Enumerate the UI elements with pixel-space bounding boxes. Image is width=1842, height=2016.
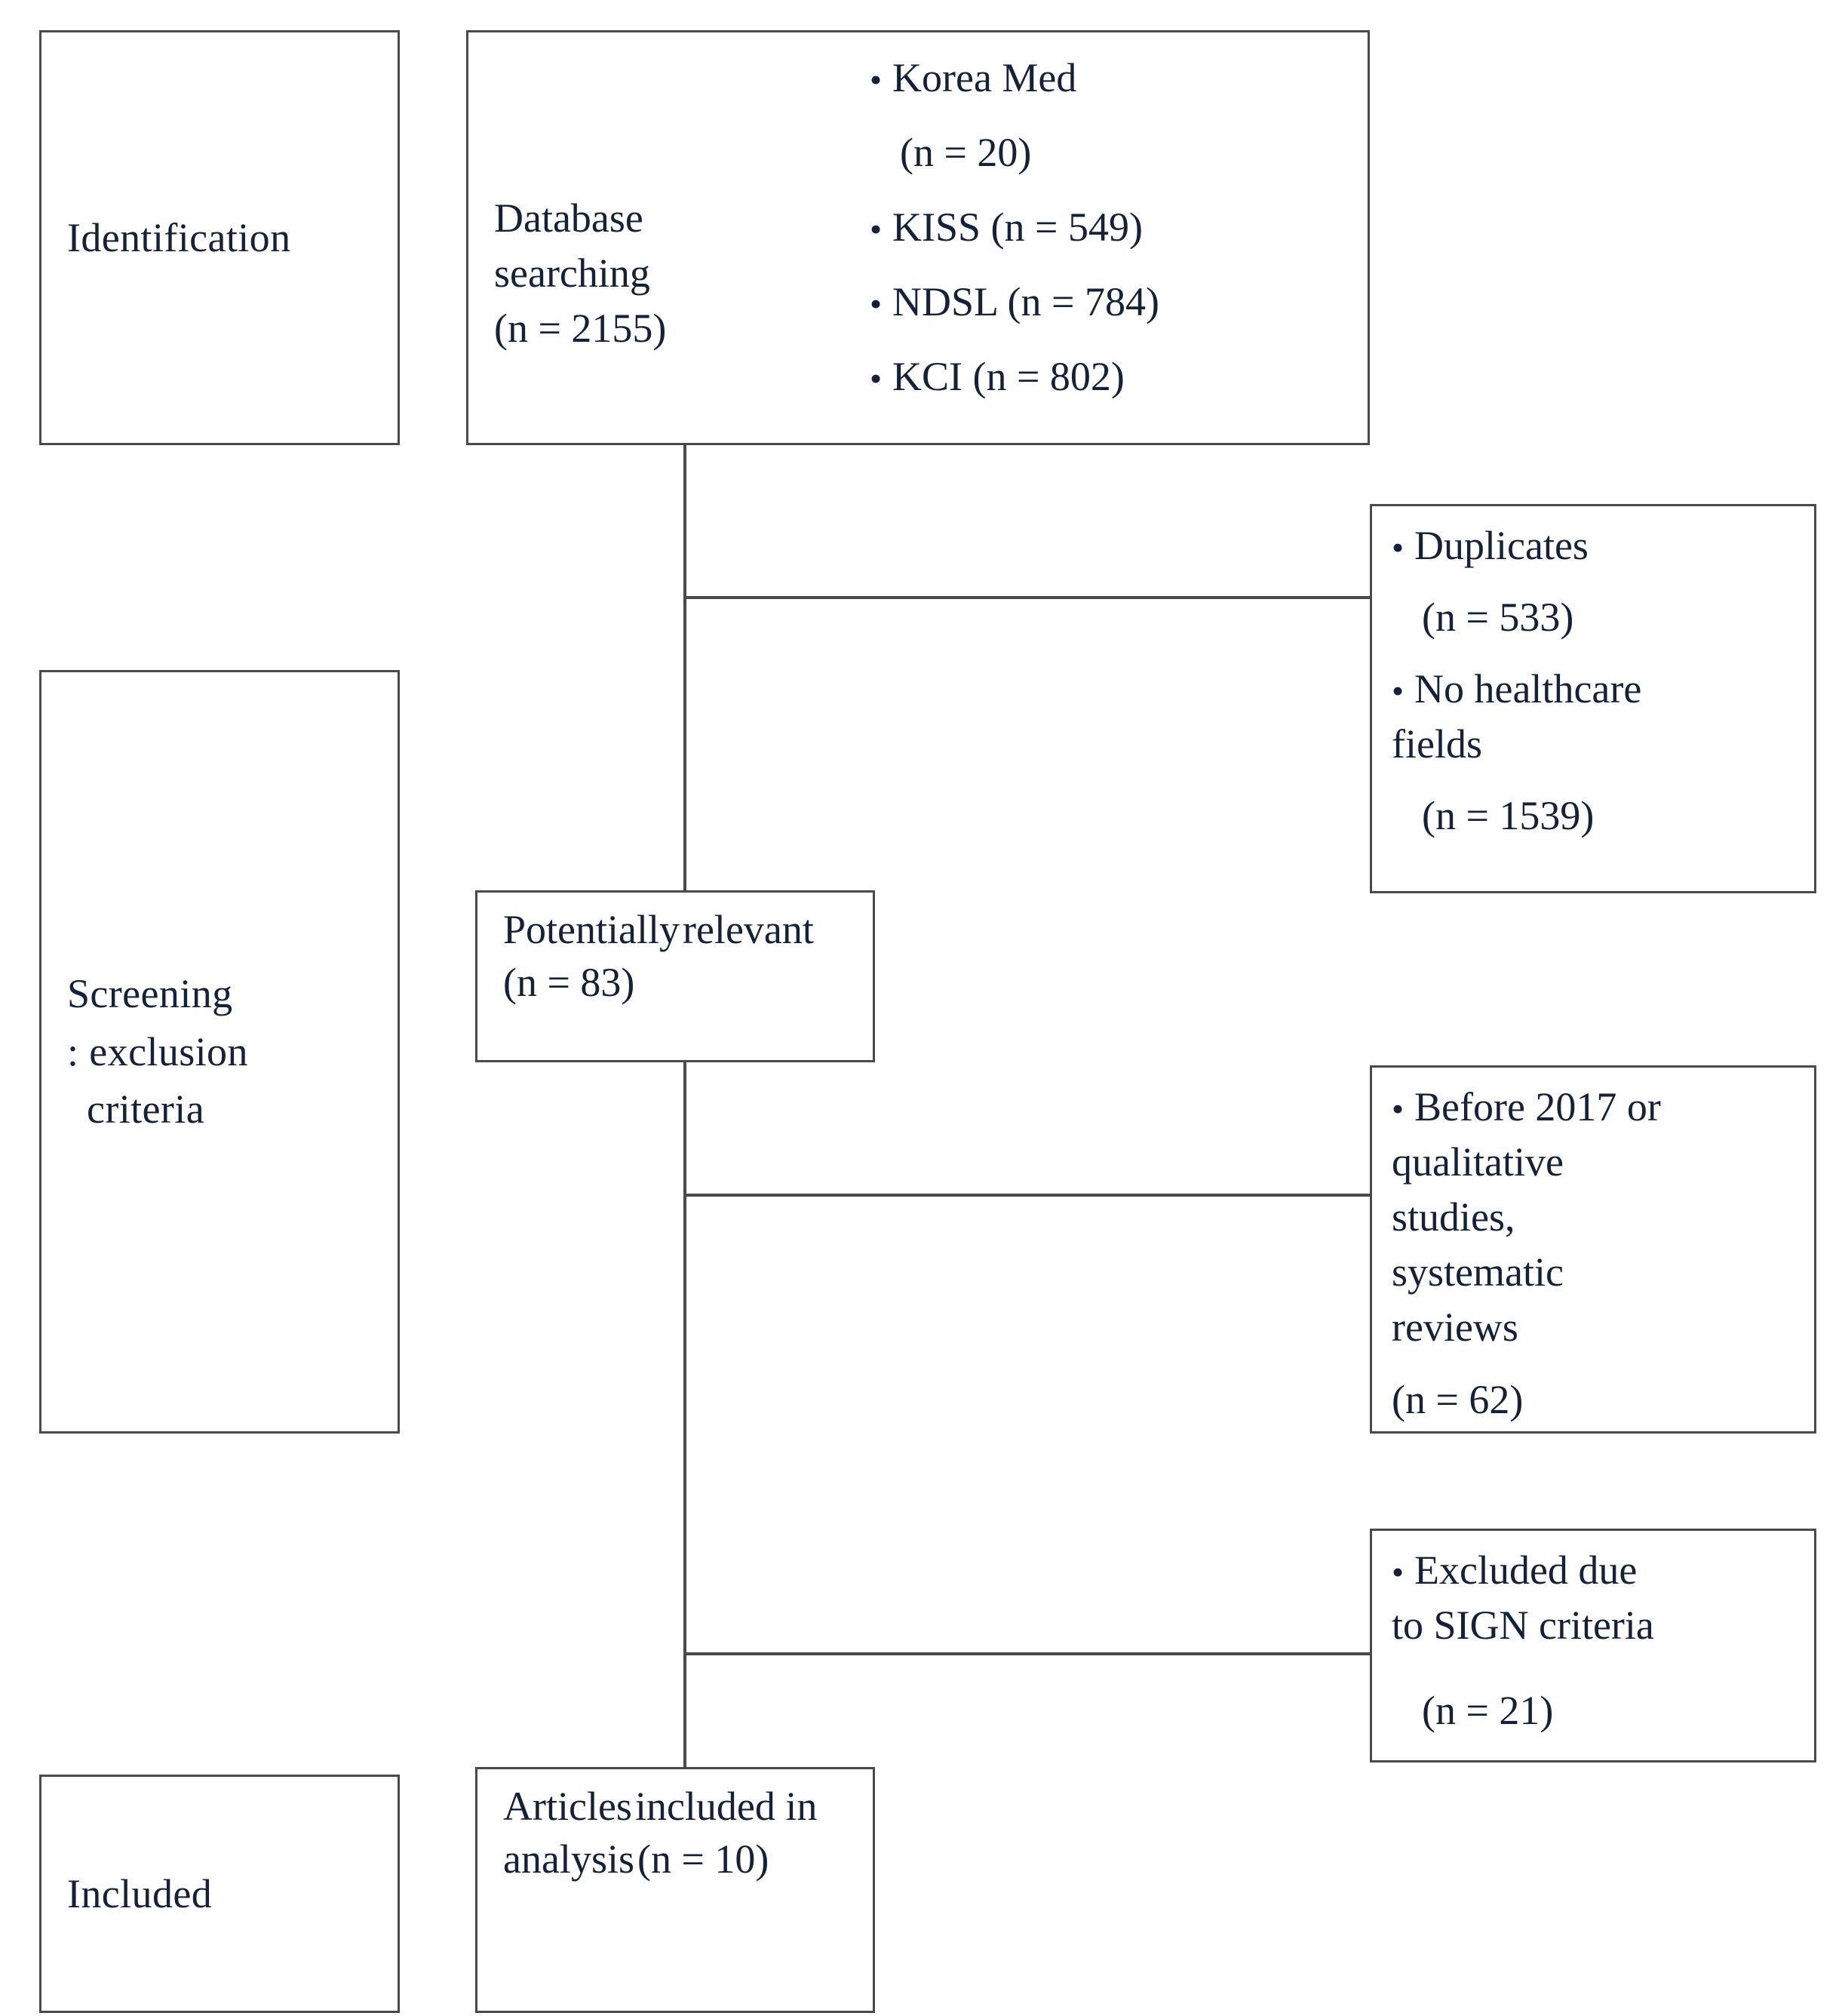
database-source-korea-med: •Korea Med — [870, 52, 1352, 104]
stage-box-screening: Screening : exclusion criteria — [39, 670, 400, 1434]
exclusion-no-healthcare-item: •No healthcare — [1392, 663, 1794, 715]
exclusion-duplicates-count: (n = 533) — [1422, 595, 1574, 641]
connector-branch-sign — [683, 1652, 1395, 1655]
exclusion-box-design: •Before 2017 or qualitative studies, sys… — [1370, 1065, 1816, 1434]
articles-included-line-4: (n = 10) — [637, 1836, 769, 1882]
bullet-icon: • — [870, 60, 883, 99]
database-source-list: •Korea Med (n = 20) •KISS (n = 549) •NDS… — [870, 52, 1352, 426]
database-source-kci-label: KCI (n = 802) — [892, 354, 1125, 400]
exclusion-design-count: (n = 62) — [1392, 1376, 1524, 1422]
bullet-icon: • — [870, 284, 883, 324]
exclusion-design-item: •Before 2017 or — [1392, 1081, 1794, 1133]
exclusion-box-duplicates: •Duplicates (n = 533) •No healthcare fie… — [1370, 504, 1816, 893]
exclusion-box-sign: •Excluded due to SIGN criteria (n = 21) — [1370, 1529, 1816, 1762]
potentially-relevant-line-3: (n = 83) — [503, 960, 635, 1006]
bullet-icon: • — [1392, 528, 1405, 567]
database-source-ndsl: •NDSL (n = 784) — [870, 276, 1352, 328]
database-searching-line-1: Database — [494, 195, 643, 241]
node-database-searching: Database searching (n = 2155) •Korea Med… — [466, 30, 1370, 445]
exclusion-sign-label: Excluded due — [1414, 1547, 1638, 1593]
exclusion-design-continuation-3: systematic — [1392, 1249, 1564, 1295]
database-searching-line-2: searching — [494, 250, 650, 297]
database-searching-line-3: (n = 2155) — [494, 306, 667, 352]
exclusion-sign-continuation: to SIGN criteria — [1392, 1603, 1654, 1649]
database-source-kiss-label: KISS (n = 549) — [892, 204, 1143, 250]
stage-label-identification: Identification — [67, 214, 291, 260]
exclusion-sign-count: (n = 21) — [1422, 1688, 1554, 1734]
articles-included-line-3: analysis — [503, 1836, 634, 1882]
stage-label-included: Included — [67, 1870, 213, 1916]
exclusion-duplicates-item: •Duplicates — [1392, 520, 1794, 572]
connector-trunk-vertical — [683, 445, 686, 1767]
articles-included-line-2: included in — [634, 1784, 818, 1829]
exclusion-sign-item: •Excluded due — [1392, 1544, 1794, 1597]
database-source-korea-med-count: (n = 20) — [900, 130, 1032, 176]
stage-label-screening-line-1: Screening — [67, 970, 233, 1016]
database-source-kci: •KCI (n = 802) — [870, 351, 1352, 403]
bullet-icon: • — [1392, 671, 1405, 711]
stage-label-screening-line-3: criteria — [87, 1086, 205, 1132]
exclusion-design-continuation-4: reviews — [1392, 1305, 1518, 1351]
bullet-icon: • — [1392, 1089, 1405, 1128]
exclusion-no-healthcare-label: No healthcare — [1414, 666, 1642, 712]
database-source-ndsl-label: NDSL (n = 784) — [892, 279, 1159, 325]
stage-label-screening-line-2: : exclusion — [67, 1028, 248, 1074]
database-source-kiss: •KISS (n = 549) — [870, 201, 1352, 254]
stage-box-included: Included — [39, 1775, 400, 2013]
exclusion-duplicates-label: Duplicates — [1414, 523, 1589, 568]
stage-box-identification: Identification — [39, 30, 400, 445]
connector-branch-duplicates — [683, 596, 1395, 599]
exclusion-no-healthcare-count: (n = 1539) — [1422, 793, 1595, 839]
database-source-korea-med-label: Korea Med — [892, 55, 1077, 100]
node-articles-included: Articles included in analysis (n = 10) — [475, 1767, 875, 2013]
bullet-icon: • — [1392, 1553, 1405, 1591]
connector-branch-design — [683, 1194, 1395, 1197]
exclusion-design-label: Before 2017 or — [1414, 1084, 1661, 1129]
bullet-icon: • — [870, 210, 883, 249]
node-potentially-relevant: Potentially relevant (n = 83) — [475, 890, 875, 1062]
exclusion-design-continuation-1: qualitative — [1392, 1139, 1564, 1185]
exclusion-no-healthcare-continuation: fields — [1392, 721, 1482, 767]
articles-included-line-1: Articles — [503, 1784, 632, 1829]
bullet-icon: • — [870, 359, 883, 398]
potentially-relevant-line-1: Potentially — [503, 907, 680, 952]
potentially-relevant-line-2: relevant — [682, 907, 814, 952]
exclusion-design-continuation-2: studies, — [1392, 1194, 1515, 1240]
database-searching-text: Database searching (n = 2155) — [494, 192, 666, 358]
